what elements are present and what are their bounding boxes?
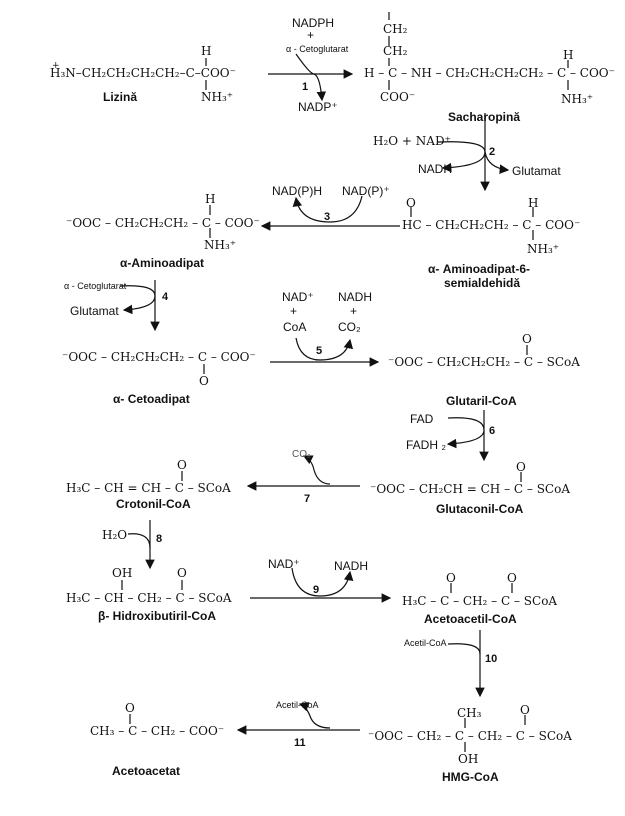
- sach-nh3: NH₃⁺: [561, 92, 594, 106]
- lizina-plus: +: [52, 61, 60, 71]
- r5-co2: CO₂: [338, 320, 361, 334]
- r7-co2: CO₂: [292, 449, 311, 460]
- sach-ch2-top: CH₂: [383, 22, 408, 36]
- r6-number: 6: [489, 425, 496, 437]
- semi-name-2: semialdehidă: [444, 276, 521, 290]
- cetoadipat-name: α- Cetoadipat: [113, 392, 190, 406]
- acetoacetil-o2: O: [507, 571, 517, 585]
- lizina-formula: H₃N–CH₂CH₂CH₂CH₂–C–COO⁻: [50, 66, 236, 80]
- r1-cetoglutarat: α - Cetoglutarat: [286, 44, 349, 54]
- r11-acetilcoa: Acetil-CoA: [276, 700, 319, 710]
- hmg-formula: ⁻OOC – CH₂ – C – CH₂ – C – SCoA: [368, 729, 572, 743]
- r4-cetoglutarat: α - Cetoglutarat: [64, 281, 127, 291]
- lizina-h: H: [201, 44, 212, 58]
- glutaril-formula: ⁻OOC – CH₂CH₂CH₂ – C – SCoA: [388, 355, 580, 369]
- r9-nadh: NADH: [334, 559, 369, 573]
- r4-glutamat: Glutamat: [70, 304, 119, 318]
- hmg-name: HMG-CoA: [442, 770, 499, 784]
- glutaril-name: Glutaril-CoA: [446, 394, 517, 408]
- hidroxi-o: O: [177, 566, 187, 580]
- acetoacetil-name: Acetoacetil-CoA: [424, 612, 517, 626]
- hidroxi-formula: H₃C – CH – CH₂ – C – SCoA: [66, 591, 232, 605]
- hmg-oh: OH: [458, 752, 479, 766]
- acetoacetat-formula: CH₃ – C – CH₂ – COO⁻: [90, 724, 225, 738]
- r4-number: 4: [162, 291, 169, 303]
- r1-nadp: NADP⁺: [298, 100, 338, 114]
- r1-nadph: NADPH: [292, 16, 335, 30]
- semi-nh3: NH₃⁺: [527, 242, 560, 256]
- r10-acetilcoa: Acetil-CoA: [404, 638, 447, 648]
- hmg-o: O: [520, 703, 530, 717]
- r5-plus-l: +: [290, 304, 298, 318]
- acetoacetil-formula: H₃C – C – CH₂ – C – SCoA: [402, 594, 558, 608]
- acetoacetat-o: O: [125, 701, 135, 715]
- cetoadipat-formula: ⁻OOC – CH₂CH₂CH₂ – C – COO⁻: [62, 350, 256, 364]
- acetoacetat-name: Acetoacetat: [112, 764, 181, 778]
- r3-nadph: NAD(P)H: [272, 184, 322, 198]
- r2-number: 2: [489, 146, 496, 158]
- sach-formula: H – C – NH – CH₂CH₂CH₂CH₂ – C – COO⁻: [364, 66, 615, 80]
- sach-coo: COO⁻: [380, 90, 416, 104]
- r2-in: H₂O + NAD⁺: [373, 134, 451, 148]
- r5-plus-r: +: [350, 304, 358, 318]
- r8-h2o: H₂O: [102, 528, 128, 542]
- crotonil-o: O: [177, 458, 187, 472]
- r5-nadh: NADH: [338, 290, 373, 304]
- crotonil-name: Crotonil-CoA: [116, 497, 191, 511]
- aminoadipat-formula: ⁻OOC – CH₂CH₂CH₂ – C – COO⁻: [66, 216, 260, 230]
- semi-h: H: [528, 196, 539, 210]
- hmg-ch3: CH₃: [457, 706, 482, 720]
- r2-glutamat: Glutamat: [512, 164, 561, 178]
- sach-ch2: CH₂: [383, 44, 408, 58]
- aminoadipat-h: H: [205, 192, 216, 206]
- semi-name-1: α- Aminoadipat-6-: [428, 262, 531, 276]
- r2-nadh: NADH: [418, 162, 453, 176]
- acetoacetil-o1: O: [446, 571, 456, 585]
- r11-number: 11: [294, 737, 306, 749]
- r9-number: 9: [313, 584, 320, 596]
- glutaconil-name: Glutaconil-CoA: [436, 502, 524, 516]
- r3-number: 3: [324, 211, 331, 223]
- semi-formula: HC – CH₂CH₂CH₂ – C – COO⁻: [402, 218, 581, 232]
- r9-nad: NAD⁺: [268, 557, 300, 571]
- semi-o: O: [406, 196, 416, 210]
- cetoadipat-o: O: [199, 374, 209, 388]
- glutaconil-formula: ⁻OOC – CH₂CH = CH – C – SCoA: [370, 482, 570, 496]
- lizina-nh3: NH₃⁺: [201, 90, 234, 104]
- aminoadipat-name: α-Aminoadipat: [120, 256, 205, 270]
- hidroxi-name: β- Hidroxibutiril-CoA: [98, 609, 216, 623]
- r3-nadp: NAD(P)⁺: [342, 184, 390, 198]
- r1-number: 1: [302, 81, 309, 93]
- glutaconil-o: O: [516, 460, 526, 474]
- lizina-name: Lizină: [103, 90, 138, 104]
- sach-name: Sacharopină: [448, 110, 521, 124]
- r6-fad: FAD: [410, 412, 434, 426]
- r1-plus: +: [307, 28, 315, 42]
- hidroxi-oh: OH: [112, 566, 133, 580]
- crotonil-formula: H₃C – CH = CH – C – SCoA: [66, 481, 231, 495]
- r10-number: 10: [485, 653, 498, 665]
- r8-number: 8: [156, 533, 163, 545]
- r7-number: 7: [304, 493, 311, 505]
- glutaril-o: O: [522, 332, 532, 346]
- r5-coa: CoA: [283, 320, 307, 334]
- r5-number: 5: [316, 345, 323, 357]
- r5-nad: NAD⁺: [282, 290, 314, 304]
- sach-h: H: [563, 48, 574, 62]
- aminoadipat-nh3: NH₃⁺: [204, 238, 237, 252]
- r6-fadh2: FADH ₂: [406, 438, 446, 452]
